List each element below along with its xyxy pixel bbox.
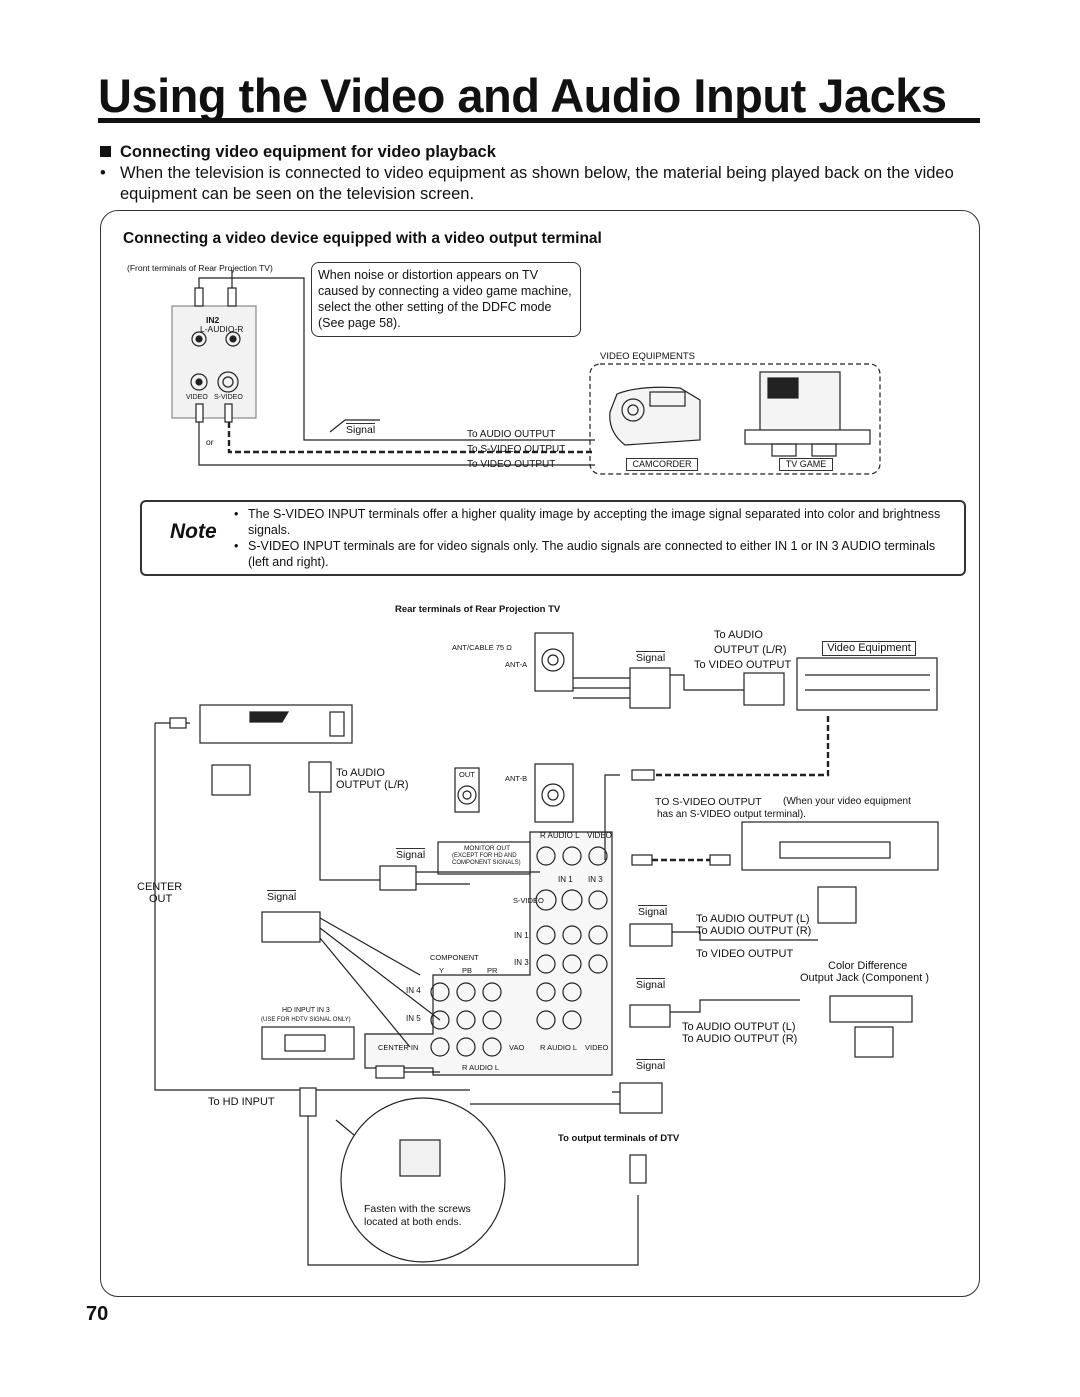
note-box bbox=[140, 500, 966, 576]
to-hd-input-label: To HD INPUT bbox=[208, 1096, 275, 1108]
hd-input-in3-label: HD INPUT IN 3 bbox=[282, 1007, 330, 1014]
color-diff-label-1: Color Difference bbox=[828, 960, 908, 972]
to-audio-output: To AUDIO OUTPUT bbox=[467, 429, 556, 440]
front-signal-label: Signal bbox=[346, 423, 376, 436]
video-equipment-label: Video Equipment bbox=[822, 641, 916, 656]
center-out-label-1: CENTER bbox=[137, 881, 183, 893]
left-output-lr: OUTPUT (L/R) bbox=[336, 779, 409, 791]
r-audio-l-label: R AUDIO L bbox=[540, 831, 580, 840]
left-to-audio: To AUDIO bbox=[336, 767, 385, 779]
in3-top-label: IN 3 bbox=[588, 875, 603, 884]
signal-label: Signal bbox=[636, 1059, 666, 1072]
svideo-label: S-VIDEO bbox=[513, 896, 544, 905]
to-svideo-output-label: TO S-VIDEO OUTPUT bbox=[655, 796, 762, 808]
monitor-out-note2: COMPONENT SIGNALS) bbox=[452, 860, 521, 866]
ant-b-label: ANT-B bbox=[505, 774, 528, 783]
note-badge: Note bbox=[158, 516, 220, 550]
dtv-caption: To output terminals of DTV bbox=[558, 1133, 680, 1144]
fasten-label-2: located at both ends. bbox=[364, 1216, 462, 1228]
pb-label: PB bbox=[462, 966, 473, 975]
box-heading: Connecting a video device equipped with … bbox=[123, 230, 602, 247]
in1-top-label: IN 1 bbox=[558, 875, 573, 884]
color-diff-label-2: Output Jack (Component ) bbox=[800, 972, 930, 984]
bullet: • bbox=[234, 539, 239, 553]
to-video-output: To VIDEO OUTPUT bbox=[467, 459, 556, 470]
right-to-audio: To AUDIO bbox=[714, 629, 763, 641]
to-video-output-2: To VIDEO OUTPUT bbox=[696, 948, 794, 960]
video-label: VIDEO bbox=[587, 831, 612, 840]
section-heading-text: Connecting video equipment for video pla… bbox=[120, 143, 496, 161]
in5-label: IN 5 bbox=[406, 1014, 421, 1023]
note-item: • S-VIDEO INPUT terminals are for video … bbox=[234, 539, 949, 570]
monitor-out-label: MONITOR OUT bbox=[464, 845, 511, 852]
y-label: Y bbox=[439, 966, 445, 975]
bullet: • bbox=[100, 164, 106, 182]
svideo-note2: has an S-VIDEO output terminal). bbox=[657, 809, 806, 820]
note-badge-text: Note bbox=[170, 520, 217, 543]
front-audio-label: L-AUDIO-R bbox=[200, 324, 244, 334]
to-audio-output-l: To AUDIO OUTPUT (L) bbox=[696, 913, 810, 925]
signal-label: Signal bbox=[638, 905, 668, 918]
right-to-video-output: To VIDEO OUTPUT bbox=[694, 659, 792, 671]
ddfc-callout: When noise or distortion appears on TV c… bbox=[311, 262, 581, 337]
note-item-text: S-VIDEO INPUT terminals are for video si… bbox=[248, 539, 936, 569]
to-audio-output-r2: To AUDIO OUTPUT (R) bbox=[682, 1033, 798, 1045]
center-out-label-2: OUT bbox=[149, 893, 173, 905]
front-caption: (Front terminals of Rear Projection TV) bbox=[127, 263, 273, 273]
page-title: Using the Video and Audio Input Jacks bbox=[98, 69, 947, 122]
signal-label: Signal bbox=[267, 890, 297, 903]
section-heading: Connecting video equipment for video pla… bbox=[100, 143, 496, 162]
right-output-lr: OUTPUT (L/R) bbox=[714, 644, 787, 656]
vao-label: VAO bbox=[509, 1043, 525, 1052]
in1-label: IN 1 bbox=[514, 931, 529, 940]
signal-label: Signal bbox=[636, 651, 666, 664]
to-audio-output-l2: To AUDIO OUTPUT (L) bbox=[682, 1021, 796, 1033]
in4-label: IN 4 bbox=[406, 986, 421, 995]
intro-paragraph: • When the television is connected to vi… bbox=[100, 163, 970, 205]
video-bottom-label: VIDEO bbox=[585, 1043, 609, 1052]
video-equipments-label: VIDEO EQUIPMENTS bbox=[600, 351, 696, 362]
or-label: or bbox=[206, 437, 214, 447]
pr-label: PR bbox=[487, 966, 498, 975]
component-label: COMPONENT bbox=[430, 953, 479, 962]
front-svideo-label: S-VIDEO bbox=[214, 394, 243, 401]
monitor-out-note1: (EXCEPT FOR HD AND bbox=[452, 853, 517, 859]
in3-label: IN 3 bbox=[514, 958, 529, 967]
camcorder-label: CAMCORDER bbox=[626, 458, 698, 471]
ant-a-label: ANT-A bbox=[505, 660, 528, 669]
note-item-text: The S-VIDEO INPUT terminals offer a high… bbox=[248, 507, 941, 537]
intro-text: When the television is connected to vide… bbox=[120, 164, 954, 203]
front-video-label: VIDEO bbox=[186, 394, 208, 401]
signal-label: Signal bbox=[636, 978, 666, 991]
ant-cable-label: ANT/CABLE 75 Ω bbox=[452, 643, 512, 652]
note-item: • The S-VIDEO INPUT terminals offer a hi… bbox=[234, 507, 949, 538]
svideo-note1: (When your video equipment bbox=[783, 796, 911, 807]
r-audio-l-vao-label: R AUDIO L bbox=[462, 1063, 500, 1072]
to-svideo-output: To S-VIDEO OUTPUT bbox=[467, 444, 566, 455]
hd-input-note: (USE FOR HDTV SIGNAL ONLY) bbox=[261, 1017, 351, 1023]
to-audio-output-r: To AUDIO OUTPUT (R) bbox=[696, 925, 812, 937]
in2-label: IN2 bbox=[206, 315, 220, 325]
bullet: • bbox=[234, 507, 239, 521]
tv-game-label: TV GAME bbox=[779, 458, 833, 471]
out-label: OUT bbox=[459, 770, 475, 779]
square-bullet-icon bbox=[100, 146, 111, 157]
title-rule bbox=[98, 118, 980, 123]
rear-caption: Rear terminals of Rear Projection TV bbox=[395, 604, 561, 615]
r-audio-l-bottom-label: R AUDIO L bbox=[540, 1043, 578, 1052]
page-number: 70 bbox=[86, 1303, 109, 1325]
signal-label: Signal bbox=[396, 848, 426, 861]
center-in-label: CENTER IN bbox=[378, 1043, 419, 1052]
fasten-label-1: Fasten with the screws bbox=[364, 1203, 471, 1215]
